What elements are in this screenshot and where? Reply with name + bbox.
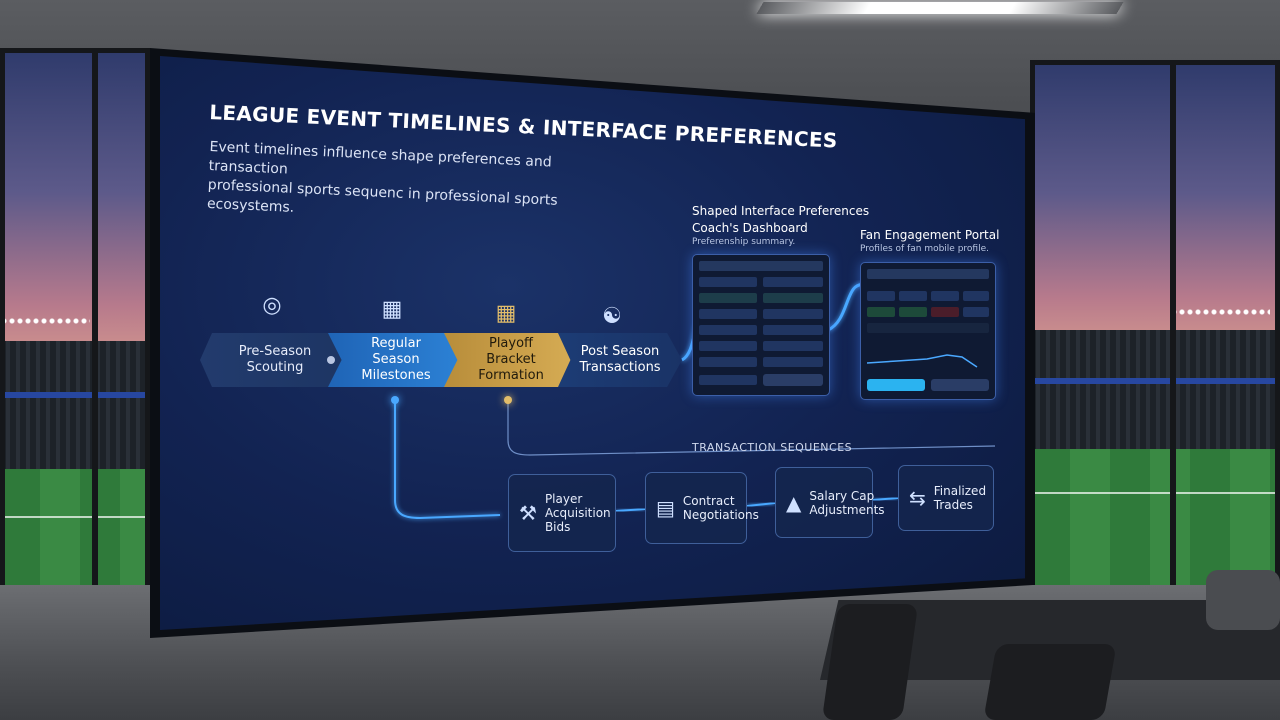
stage-playoff-bracket-formation: Playoff Bracket Formation — [444, 333, 578, 387]
chair — [1206, 570, 1280, 630]
fan-portal-panel — [860, 262, 996, 400]
shaped-interface-heading: Shaped Interface Preferences — [692, 204, 870, 218]
stage-dot — [504, 396, 512, 404]
transaction-player-acquisition-bids: ⚒ Player Acquisition Bids — [508, 474, 616, 552]
stage-post-season-transactions: Post Season Transactions — [558, 333, 682, 387]
transaction-label: Contract Negotiations — [682, 494, 759, 522]
stage-regular-season-milestones: Regular Season Milestones — [328, 333, 464, 387]
chair — [983, 644, 1117, 720]
stage-dot — [327, 356, 335, 364]
transaction-label: Finalized Trades — [933, 484, 987, 512]
transaction-finalized-trades: ⇆ Finalized Trades — [898, 465, 994, 531]
stage-dot — [391, 396, 399, 404]
chart-icon: ▲ — [786, 490, 802, 515]
transaction-label: Player Acquisition Bids — [544, 492, 611, 534]
transaction-label: Salary Cap Adjustments — [809, 488, 885, 517]
fan-trend-icon — [867, 354, 978, 368]
coach-dashboard-title: Coach's Dashboard — [692, 221, 808, 235]
stage-pre-season-scouting: Pre-Season Scouting — [200, 333, 350, 387]
trade-icon: ⇆ — [909, 486, 926, 510]
chair — [821, 604, 919, 720]
fan-portal-subtitle: Profiles of fan mobile profile. — [860, 244, 989, 254]
gavel-icon: ⚒ — [519, 501, 537, 525]
scouting-icon: ◎ — [262, 293, 282, 318]
transaction-salary-cap-adjustments: ▲ Salary Cap Adjustments — [775, 467, 885, 538]
stage-label: Pre-Season Scouting — [238, 344, 312, 375]
coach-dashboard-panel — [692, 254, 830, 396]
stage-label: Playoff Bracket Formation — [478, 336, 544, 383]
fan-portal-title: Fan Engagement Portal — [860, 228, 1000, 242]
transaction-contract-negotiations: ▤ Contract Negotiations — [645, 472, 759, 544]
bracket-icon: ▦ — [495, 301, 517, 326]
coach-dashboard-subtitle: Preferenship summary. — [692, 237, 796, 247]
window-left — [0, 48, 150, 633]
document-icon: ▤ — [656, 496, 675, 520]
handshake-icon: ☯ — [602, 304, 622, 329]
window-right — [1030, 60, 1280, 600]
ceiling-light — [756, 2, 1124, 14]
transaction-sequences-heading: TRANSACTION SEQUENCES — [692, 441, 853, 454]
stage-label: Post Season Transactions — [579, 344, 661, 375]
stage-label: Regular Season Milestones — [361, 336, 431, 383]
calendar-icon: ▦ — [381, 297, 403, 322]
